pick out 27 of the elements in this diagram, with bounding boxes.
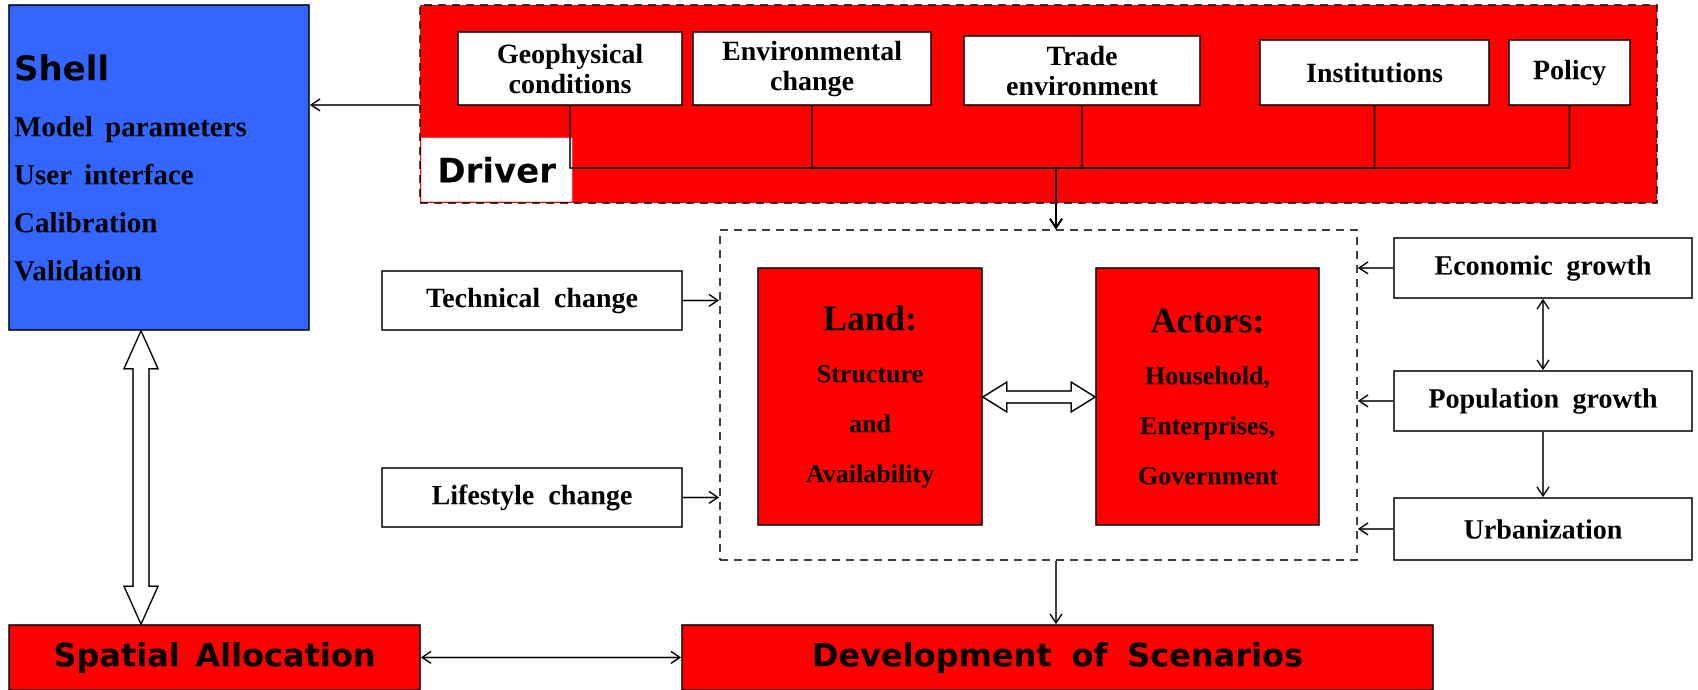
factor-box: Lifestyle change bbox=[381, 467, 683, 528]
output-box: Spatial Allocation bbox=[8, 624, 421, 690]
factor-box: Environmental change bbox=[692, 31, 932, 106]
arrow bbox=[1357, 522, 1394, 536]
arrow bbox=[1536, 298, 1550, 371]
arrow bbox=[1049, 105, 1571, 230]
core-box: Actors: Household, Enterprises, Government bbox=[1095, 267, 1320, 526]
dashed-frame bbox=[719, 229, 1358, 561]
factor-box: Population growth bbox=[1393, 370, 1693, 432]
arrow bbox=[1049, 560, 1063, 625]
arrow bbox=[309, 98, 420, 112]
arrow bbox=[420, 650, 682, 665]
arrow bbox=[1536, 431, 1550, 498]
factor-box: Trade environment bbox=[963, 35, 1201, 106]
module-box: Shell Model parameters User interface Calibration Validation bbox=[8, 4, 310, 331]
factor-box: Technical change bbox=[381, 270, 683, 331]
factor-box: Geophysical conditions bbox=[457, 31, 683, 106]
arrow bbox=[1357, 394, 1394, 408]
factor-box: Urbanization bbox=[1393, 497, 1693, 561]
arrow bbox=[682, 490, 720, 505]
factor-box: Economic growth bbox=[1393, 237, 1693, 299]
factor-box: Policy bbox=[1508, 39, 1631, 106]
core-box: Land: Structure and Availability bbox=[757, 267, 983, 526]
arrow bbox=[682, 293, 720, 308]
factor-box: Institutions bbox=[1259, 39, 1490, 106]
arrow bbox=[1357, 261, 1394, 275]
output-box: Development of Scenarios bbox=[681, 624, 1434, 690]
